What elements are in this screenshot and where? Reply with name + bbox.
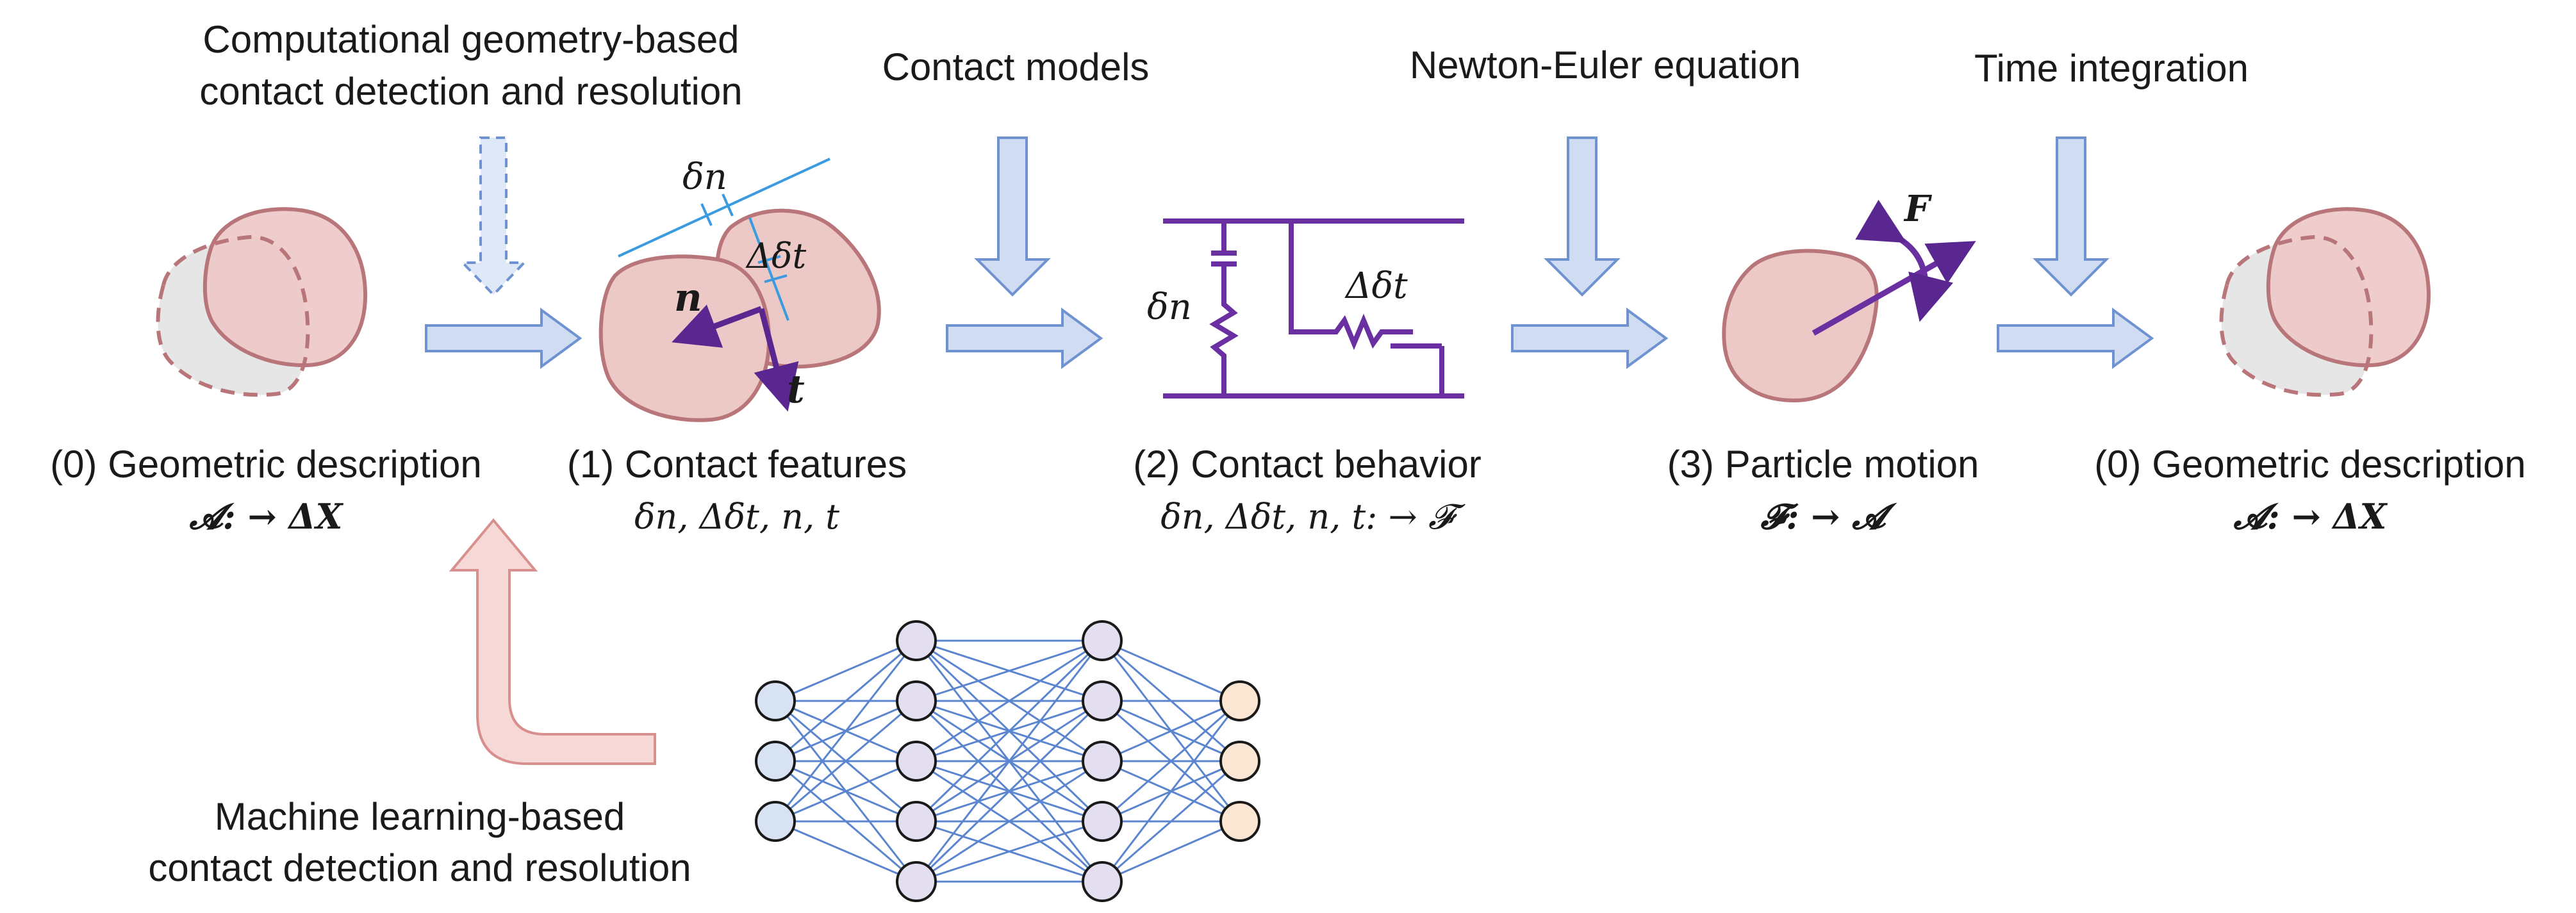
step-2-formula: δn, Δδt, n, t: → 𝓕 bbox=[1160, 497, 1466, 537]
tangential-tick-a bbox=[757, 255, 781, 264]
nn-edge-l1-1-0 bbox=[916, 639, 1103, 702]
behavior-delta-delta-t-label: Δδt bbox=[1344, 265, 1408, 307]
nn-node-l0-2 bbox=[755, 801, 796, 842]
particle-current-position-right bbox=[2266, 207, 2431, 368]
step-3-formula: 𝓕: → 𝓐 bbox=[1760, 496, 1898, 537]
nn-node-l1-4 bbox=[896, 861, 937, 902]
flow-arrow-1-to-2 bbox=[946, 308, 1103, 369]
contact-behavior-graphic bbox=[1163, 218, 1464, 399]
nn-node-l2-3 bbox=[1082, 801, 1123, 842]
step-1-title: (1) Contact features bbox=[567, 443, 907, 486]
contact-features-graphic: δn Δδt n t bbox=[599, 156, 881, 422]
nn-edge-l2-4-0 bbox=[1101, 700, 1241, 882]
nn-edge-l0-0-0 bbox=[775, 639, 917, 702]
neural-network-graphic bbox=[755, 620, 1260, 902]
nn-node-l1-2 bbox=[896, 741, 937, 782]
nn-node-l0-1 bbox=[755, 741, 796, 782]
nn-edge-l0-2-1 bbox=[775, 700, 917, 823]
step-0-formula: 𝓐: → ΔX bbox=[189, 496, 344, 537]
nn-edge-l2-2-0 bbox=[1102, 700, 1241, 762]
nn-node-l3-0 bbox=[1219, 680, 1260, 721]
nn-edge-l1-2-0 bbox=[916, 639, 1103, 762]
nn-node-l2-4 bbox=[1082, 861, 1123, 902]
nn-node-l1-0 bbox=[896, 620, 937, 661]
step-1-formula: δn, Δδt, n, t bbox=[634, 497, 839, 537]
normal-overlap-dim-line bbox=[618, 158, 830, 258]
delta-n-label: δn bbox=[682, 156, 727, 198]
nn-node-l2-1 bbox=[1082, 680, 1123, 721]
step-4-formula: 𝓐: → ΔX bbox=[2233, 496, 2388, 537]
nn-node-l1-1 bbox=[896, 680, 937, 721]
tangential-tick-b bbox=[764, 274, 788, 283]
label-geometry-line2: contact detection and resolution bbox=[199, 70, 742, 113]
geometry-dashed-down-arrow bbox=[459, 136, 527, 297]
nn-node-l3-2 bbox=[1219, 801, 1260, 842]
flow-arrow-0-to-1 bbox=[425, 308, 582, 369]
nn-edge-l2-3-0 bbox=[1102, 700, 1241, 823]
normal-overlap-tick-b bbox=[722, 193, 734, 217]
label-ml-line1: Machine learning-based bbox=[215, 795, 625, 838]
tangential-dim-line bbox=[748, 217, 789, 321]
delta-delta-t-label: Δδt bbox=[745, 236, 807, 276]
geometric-description-graphic-right bbox=[2219, 207, 2431, 397]
moving-particle bbox=[1722, 249, 1879, 403]
step-3-title: (3) Particle motion bbox=[1667, 443, 1979, 486]
nn-node-l2-0 bbox=[1082, 620, 1123, 661]
rotation-moment-arc bbox=[1855, 199, 1954, 322]
nn-edge-l1-4-0 bbox=[915, 640, 1103, 882]
flow-arrow-2-to-3 bbox=[1511, 308, 1669, 369]
normal-spring-coil bbox=[1209, 264, 1239, 396]
normal-vector-label: n bbox=[674, 276, 702, 320]
label-geometry-line1: Computational geometry-based bbox=[202, 18, 739, 61]
nn-node-l0-0 bbox=[755, 680, 796, 721]
nn-edge-l0-1-0 bbox=[775, 639, 917, 762]
nn-edge-l2-0-0 bbox=[1102, 639, 1241, 702]
behavior-delta-n-label: δn bbox=[1147, 286, 1192, 328]
normal-spring bbox=[1211, 221, 1237, 256]
nn-node-l1-3 bbox=[896, 801, 937, 842]
nn-edge-l0-2-2 bbox=[775, 760, 917, 823]
nn-edge-l1-4-2 bbox=[916, 760, 1103, 883]
nn-node-l3-1 bbox=[1219, 741, 1260, 782]
normal-vector-arrow bbox=[672, 304, 763, 348]
label-newton-euler: Newton-Euler equation bbox=[1410, 44, 1801, 86]
contact-models-down-arrow bbox=[974, 136, 1051, 297]
particle-ghost-dashed-outline-right bbox=[2219, 234, 2374, 397]
particle-current-position bbox=[202, 207, 368, 368]
force-label: F bbox=[1903, 188, 1933, 230]
ml-feedback-arrow-shape bbox=[449, 518, 656, 765]
nn-edge-l1-4-1 bbox=[915, 700, 1103, 883]
label-ml-line2: contact detection and resolution bbox=[148, 846, 691, 889]
label-time-integration: Time integration bbox=[1974, 47, 2249, 90]
step-2-title: (2) Contact behavior bbox=[1133, 443, 1482, 486]
label-contact-models: Contact models bbox=[882, 45, 1150, 88]
step-0-title: (0) Geometric description bbox=[50, 443, 482, 486]
nn-edge-l2-4-1 bbox=[1102, 760, 1241, 883]
newton-euler-down-arrow bbox=[1544, 136, 1621, 297]
tangent-vector-arrow bbox=[754, 308, 799, 412]
normal-overlap-tick-a bbox=[700, 203, 713, 226]
nn-edge-l2-4-2 bbox=[1102, 820, 1241, 883]
nn-edge-l0-2-0 bbox=[774, 640, 918, 822]
step-4-title: (0) Geometric description bbox=[2094, 443, 2526, 486]
nn-edge-l1-3-0 bbox=[915, 639, 1103, 823]
geometric-description-graphic-left bbox=[156, 207, 368, 397]
tangent-vector-label: t bbox=[787, 367, 805, 412]
time-integration-down-arrow bbox=[2033, 136, 2110, 297]
nn-edge-l0-2-4 bbox=[775, 820, 917, 883]
flow-arrow-3-to-0 bbox=[1997, 308, 2154, 369]
nn-edge-l1-4-3 bbox=[916, 820, 1103, 883]
tangential-spring bbox=[1289, 221, 1413, 350]
particle-motion-graphic: F bbox=[1722, 188, 1976, 403]
particle-ghost-dashed-outline bbox=[156, 234, 310, 397]
nn-node-l2-2 bbox=[1082, 741, 1123, 782]
